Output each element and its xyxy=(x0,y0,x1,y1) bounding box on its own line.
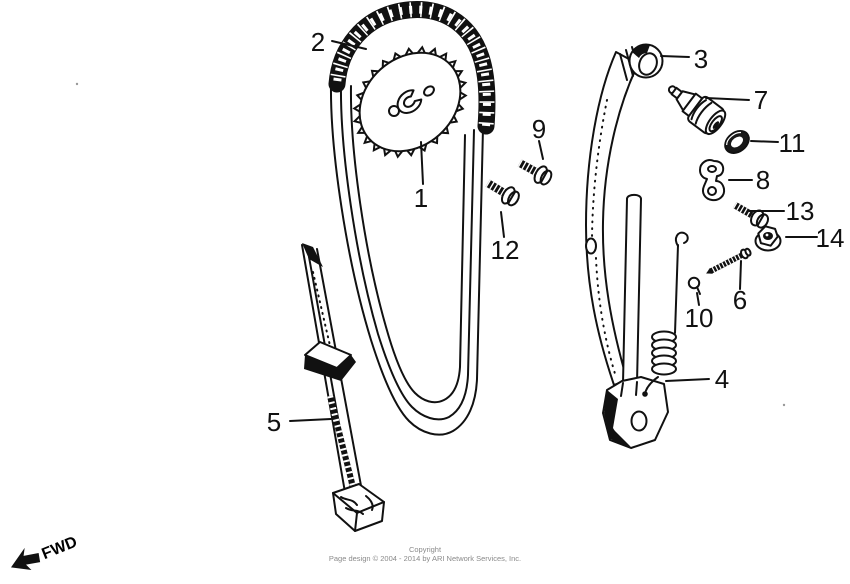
leader-line-1 xyxy=(420,141,424,185)
part-label-13: 13 xyxy=(786,196,815,226)
part-label-9: 9 xyxy=(532,114,546,144)
fwd-arrow-icon xyxy=(10,547,41,570)
part-1-cam-sprocket xyxy=(352,45,468,159)
leader-line-2 xyxy=(331,40,367,50)
tensioner-push-rod xyxy=(622,193,642,384)
part-4-tensioner-spring xyxy=(642,231,689,397)
leader-lines xyxy=(289,40,818,422)
leader-line-3 xyxy=(660,55,690,58)
part-8-stopper-plate xyxy=(699,159,726,202)
part-label-3: 3 xyxy=(694,44,708,74)
tensioner-pivot-block xyxy=(602,376,669,449)
part-label-4: 4 xyxy=(715,364,729,394)
scan-speck xyxy=(782,403,786,407)
fwd-label: FWD xyxy=(40,534,80,563)
part-label-1: 1 xyxy=(414,183,428,213)
part-label-14: 14 xyxy=(816,223,845,253)
part-6-adjusting-screw xyxy=(706,247,752,275)
leader-line-11 xyxy=(750,140,779,143)
part-label-11: 11 xyxy=(779,128,806,158)
scan-speck xyxy=(75,82,79,86)
part-label-8: 8 xyxy=(756,165,770,195)
part-label-7: 7 xyxy=(754,85,768,115)
part-3-tensioner-arm xyxy=(585,43,664,386)
part-label-6: 6 xyxy=(733,285,747,315)
copyright-footer: Copyright Page design © 2004 - 2014 by A… xyxy=(329,545,521,563)
part-11-sealing-washer xyxy=(724,130,750,154)
leader-line-10 xyxy=(696,292,700,306)
part-5-chain-guide xyxy=(301,243,385,532)
part-13-screw xyxy=(732,201,770,229)
part-7-tensioner-adjuster xyxy=(667,85,727,136)
copyright-line2: Page design © 2004 - 2014 by ARI Network… xyxy=(329,554,521,563)
part-10-eyelet-clip xyxy=(687,276,701,295)
part-12-flange-bolt xyxy=(485,179,520,207)
part-label-5: 5 xyxy=(267,407,281,437)
part-label-2: 2 xyxy=(311,27,325,57)
fwd-marker: FWD xyxy=(10,534,80,570)
part-number-labels: 1 2 3 4 5 6 7 8 9 10 11 12 13 14 xyxy=(267,27,845,437)
part-14-flange-nut xyxy=(754,225,782,252)
copyright-line1: Copyright xyxy=(409,545,442,554)
leader-line-6 xyxy=(739,260,742,290)
part-label-12: 12 xyxy=(491,235,520,265)
leader-line-5 xyxy=(289,418,332,422)
part-label-10: 10 xyxy=(685,303,714,333)
leader-line-12 xyxy=(500,211,505,238)
sprocket-hub xyxy=(388,85,435,117)
leader-line-7 xyxy=(705,97,750,101)
leader-line-4 xyxy=(665,378,710,382)
leader-line-9 xyxy=(538,140,544,160)
part-9-flange-bolt xyxy=(517,159,553,186)
part-2-cam-chain xyxy=(328,1,496,436)
